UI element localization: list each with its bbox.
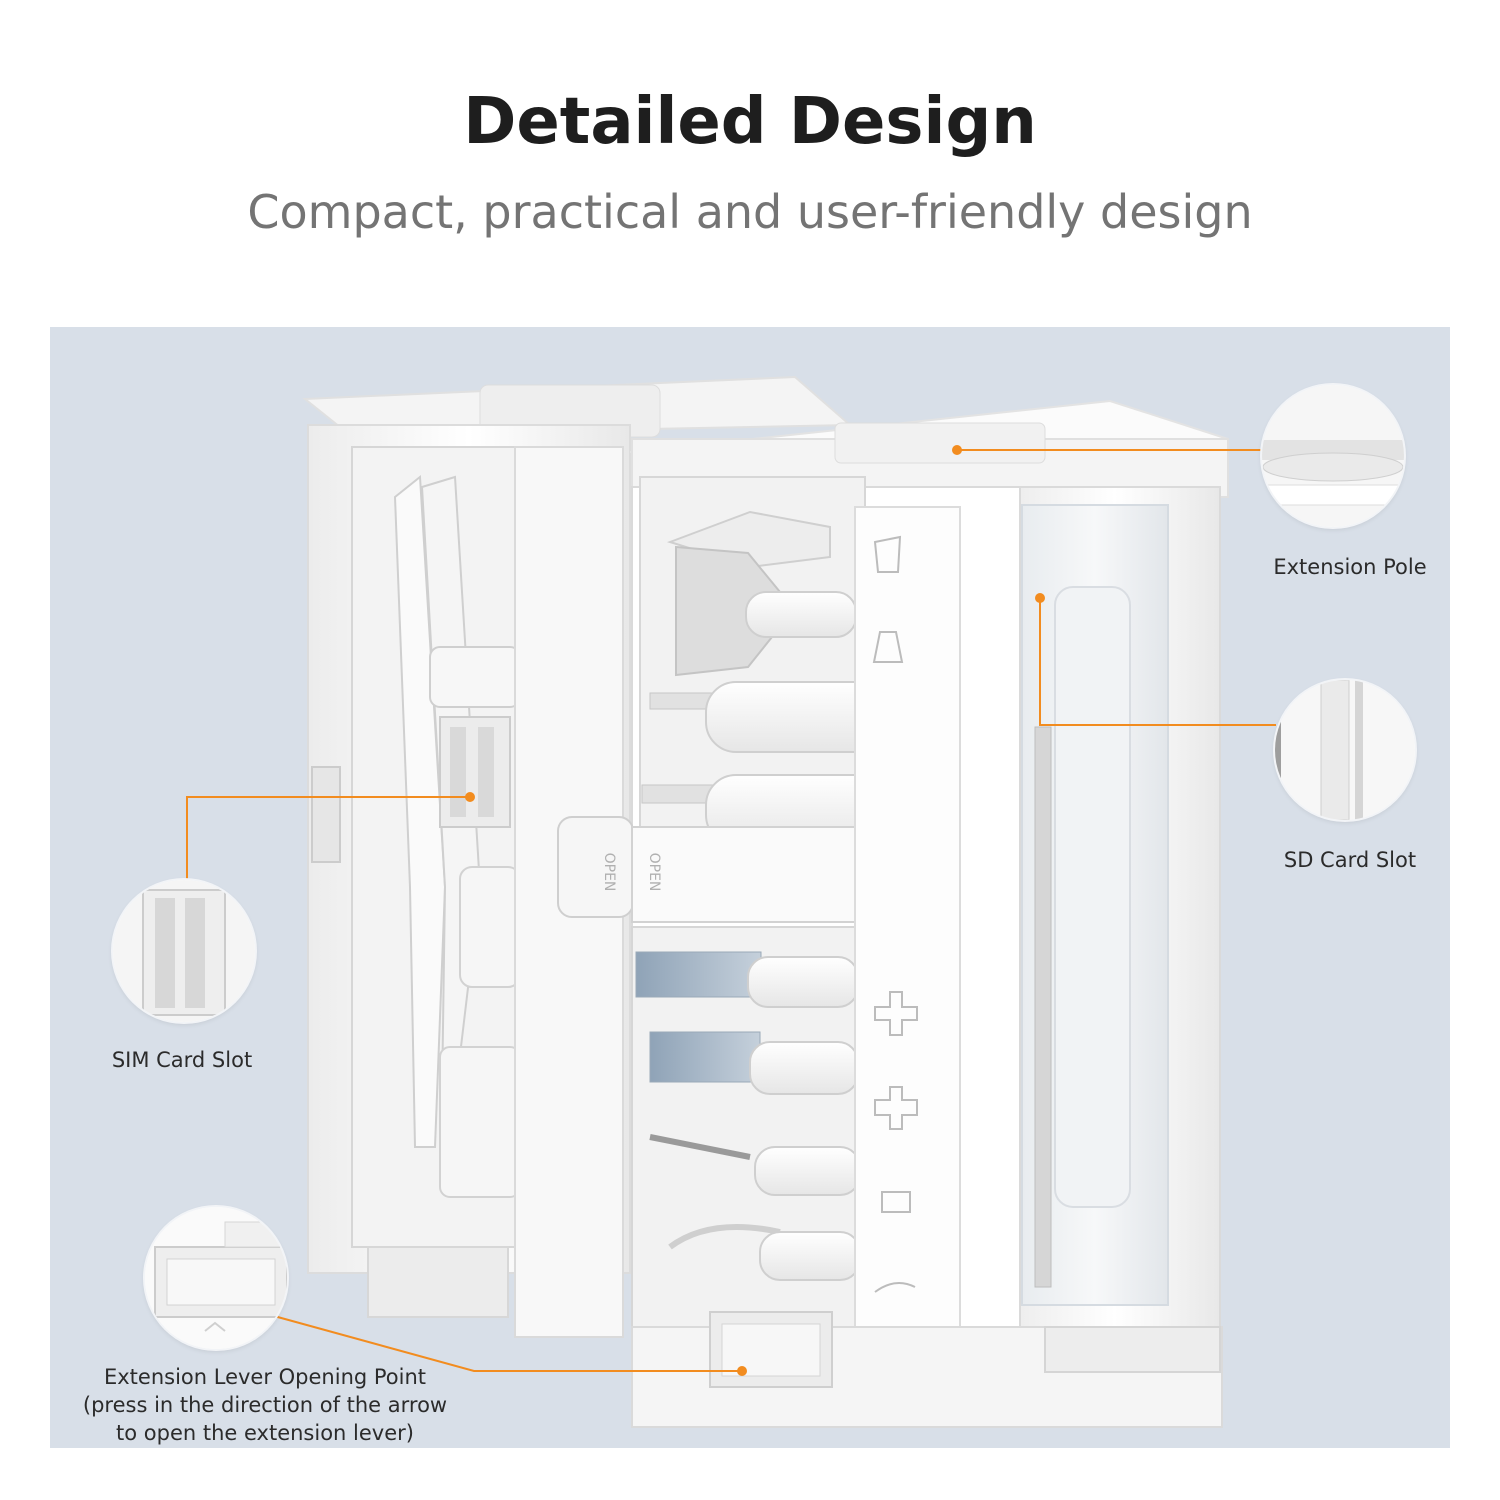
extension-pole-label: Extension Pole bbox=[1273, 555, 1427, 579]
sd-card-slot-zoom bbox=[1275, 680, 1415, 820]
sd-card-slot-label: SD Card Slot bbox=[1283, 848, 1417, 872]
sim-card-slot-zoom bbox=[113, 880, 255, 1022]
extension-lever-label-line3: to open the extension lever) bbox=[116, 1421, 414, 1445]
extension-pole-zoom bbox=[1262, 385, 1404, 527]
open-label-tray: OPEN bbox=[646, 853, 662, 892]
extension-lever-zoom bbox=[145, 1207, 287, 1349]
sim-card-slot-label: SIM Card Slot bbox=[111, 1048, 253, 1072]
page-title: Detailed Design bbox=[463, 85, 1037, 159]
right-case: OPEN OPEN bbox=[557, 399, 1229, 1428]
extension-lever-label-line2: (press in the direction of the arrow bbox=[82, 1393, 448, 1417]
open-label-lever: OPEN bbox=[601, 853, 617, 892]
extension-lever-label-line1: Extension Lever Opening Point bbox=[103, 1365, 427, 1389]
page-subtitle: Compact, practical and user-friendly des… bbox=[247, 185, 1253, 239]
